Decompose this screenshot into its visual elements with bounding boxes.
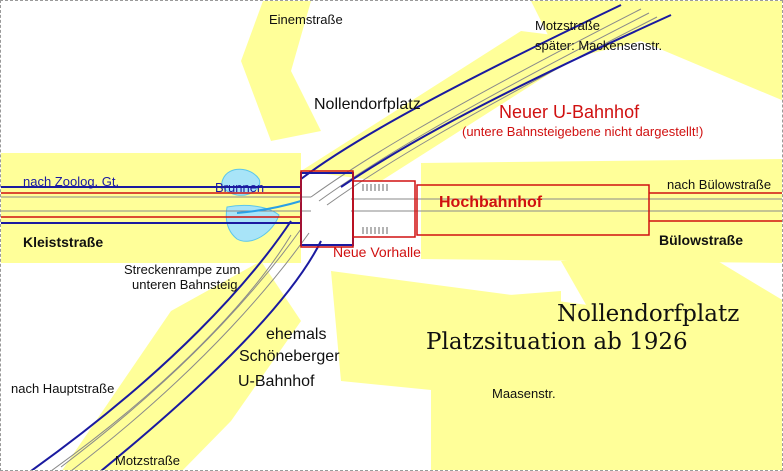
outline-sw-right [100, 240, 322, 470]
map-title-line1: Nollendorfplatz [557, 301, 740, 327]
label-motzstrasse-top: Motzstraße [535, 18, 601, 33]
track-ne-2 [318, 12, 650, 202]
street-einem [241, 1, 321, 141]
track-sw-2 [71, 232, 310, 470]
label-ehemals: ehemals [266, 326, 327, 343]
label-untere-ebene: (untere Bahnsteigebene nicht dargestellt… [462, 124, 704, 139]
platform-box [352, 180, 416, 238]
map-title-line2: Platzsituation ab 1926 [426, 329, 688, 355]
outline-sw-left [30, 220, 292, 470]
label-mackensen: später: Mackensenstr. [535, 38, 663, 53]
label-neue-vorhalle: Neue Vorhalle [333, 244, 421, 260]
label-hochbahnhof: Hochbahnhof [439, 194, 543, 211]
track-ne-1 [310, 8, 642, 198]
label-motzstrasse-bottom: Motzstraße [115, 453, 181, 468]
label-streckenrampe-1: Streckenrampe zum [124, 262, 241, 277]
label-kleiststrasse: Kleiststraße [23, 234, 104, 250]
label-brunnen: Brunnen [215, 180, 265, 195]
label-einemstrasse: Einemstraße [269, 12, 343, 27]
label-nollendorfplatz-small: Nollendorfplatz [314, 96, 421, 113]
label-ubahnhof: U-Bahnhof [238, 373, 315, 390]
track-outline-layer [1, 4, 672, 470]
label-nach-haupt: nach Hauptstraße [11, 381, 115, 396]
spur-brunnen [236, 200, 302, 214]
label-schoeneberger: Schöneberger [239, 348, 340, 365]
label-nach-zoolog: nach Zoolog. Gt. [23, 174, 120, 189]
vorhalle-box [300, 170, 354, 248]
outline-ne-top [300, 4, 622, 180]
fountain [221, 168, 261, 196]
track-sw-1 [60, 228, 302, 468]
outline-ne-bot [340, 14, 672, 188]
stairs [362, 184, 388, 234]
hochbahnhof-box [416, 184, 650, 236]
label-buelowstrasse: Bülowstraße [659, 232, 744, 248]
station-layer [1, 170, 782, 248]
label-maasenstr: Maasenstr. [492, 386, 556, 401]
label-streckenrampe-2: unteren Bahnsteig [132, 277, 238, 292]
label-neuer-ubahnhof: Neuer U-Bahnhof [499, 102, 640, 122]
street-southeast [561, 251, 782, 341]
label-nach-buelow: nach Bülowstraße [667, 177, 772, 192]
street-motz-ne [531, 1, 782, 101]
track-sw-3 [51, 234, 292, 470]
